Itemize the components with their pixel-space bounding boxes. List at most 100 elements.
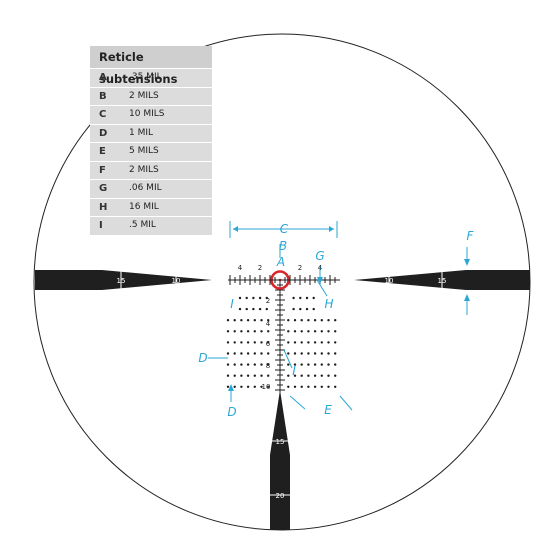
left-post <box>35 270 212 290</box>
holdover-dot <box>293 319 297 322</box>
holdover-dot <box>313 341 317 344</box>
table-row-key: E <box>99 146 106 157</box>
holdover-dot <box>320 319 323 322</box>
table-row-value: .06 MIL <box>129 183 162 193</box>
holdover-dot <box>260 341 263 344</box>
holdover-dot <box>334 385 337 388</box>
holdover-dot <box>300 319 303 322</box>
holdover-dot <box>258 307 262 311</box>
holdover-dot <box>240 374 243 377</box>
holdover-dot <box>233 363 236 366</box>
holdover-dot <box>240 319 243 322</box>
post-label-right-10: 10 <box>385 277 394 285</box>
holdover-dot <box>253 374 256 377</box>
holdover-dot <box>246 330 250 333</box>
table-row: G .06 MIL <box>90 180 212 199</box>
holdover-dot <box>267 374 270 377</box>
holdover-dot <box>320 385 323 388</box>
holdover-dot <box>293 330 297 333</box>
callout-h-line <box>316 279 328 297</box>
table-row-key: C <box>99 109 107 120</box>
post-label-bottom-20: 20 <box>276 492 285 500</box>
table-row: I .5 MIL <box>90 217 212 235</box>
holdover-dot <box>300 374 303 377</box>
table-row-value: .5 MIL <box>129 220 156 230</box>
holdover-dot <box>246 341 250 344</box>
post-label-left-10: 10 <box>172 277 181 285</box>
tick-label-down-8: 8 <box>266 362 270 370</box>
callout-label-g: G <box>315 249 324 263</box>
table-row-value: 2 MILS <box>129 90 159 101</box>
holdover-dot <box>312 296 315 300</box>
holdover-dot <box>267 363 270 366</box>
holdover-dot <box>293 341 297 344</box>
holdover-dot <box>287 319 290 322</box>
callout-label-h: H <box>324 297 333 311</box>
holdover-dot <box>265 296 268 300</box>
holdover-dot <box>334 352 337 355</box>
tick-label-down-10: 10 <box>262 383 271 391</box>
callout-label-e: E <box>324 403 332 417</box>
holdover-dot <box>238 296 242 300</box>
holdover-dot <box>260 352 263 355</box>
holdover-dot <box>307 374 310 377</box>
tick-label-down-2: 2 <box>266 297 270 305</box>
holdover-dot <box>320 352 323 355</box>
holdover-dot <box>313 319 317 322</box>
holdover-dot <box>320 341 323 344</box>
holdover-dot <box>238 307 242 311</box>
holdover-dot <box>300 341 303 344</box>
holdover-dot <box>246 319 250 322</box>
holdover-dot <box>240 330 243 333</box>
holdover-dot <box>267 352 270 355</box>
holdover-dot <box>327 385 330 388</box>
holdover-dot <box>245 296 248 300</box>
holdover-dot <box>287 352 290 355</box>
holdover-dot <box>246 352 250 355</box>
stadia-ticks <box>229 275 336 391</box>
holdover-dot <box>313 352 317 355</box>
holdover-dot <box>267 385 270 388</box>
holdover-dot <box>307 319 310 322</box>
holdover-dot <box>226 330 230 333</box>
table-row-key: I <box>99 220 103 231</box>
post-label-left-15: 15 <box>117 277 126 285</box>
holdover-dot <box>226 374 230 377</box>
tick-label-down-4: 4 <box>266 320 271 328</box>
holdover-dot <box>307 352 310 355</box>
holdover-dot <box>233 352 236 355</box>
holdover-dot <box>233 319 236 322</box>
holdover-dot <box>313 330 317 333</box>
holdover-dot <box>312 307 315 311</box>
holdover-dot <box>327 352 330 355</box>
holdover-dot <box>226 385 230 388</box>
callout-i-line <box>283 349 293 369</box>
holdover-dot <box>287 363 290 366</box>
holdover-dot <box>233 330 236 333</box>
callout-label-a: A <box>276 255 285 269</box>
holdover-dot <box>252 296 255 300</box>
holdover-dot <box>320 374 323 377</box>
table-row-key: H <box>99 201 108 213</box>
table-row-key: G <box>99 183 108 194</box>
holdover-dot <box>267 319 270 322</box>
holdover-dot <box>252 307 255 311</box>
callout-label-d-upper: D <box>198 351 207 365</box>
holdover-dot <box>293 385 297 388</box>
holdover-dot <box>293 352 297 355</box>
holdover-dot <box>307 385 310 388</box>
holdover-dot <box>293 374 297 377</box>
tick-label-left-2: 2 <box>258 264 262 272</box>
holdover-dot <box>334 341 337 344</box>
callout-e-line <box>289 395 306 410</box>
holdover-dot <box>226 341 230 344</box>
holdover-dot <box>233 341 236 344</box>
holdover-dot <box>307 363 310 366</box>
callout-label-i-upper: I <box>230 297 234 311</box>
